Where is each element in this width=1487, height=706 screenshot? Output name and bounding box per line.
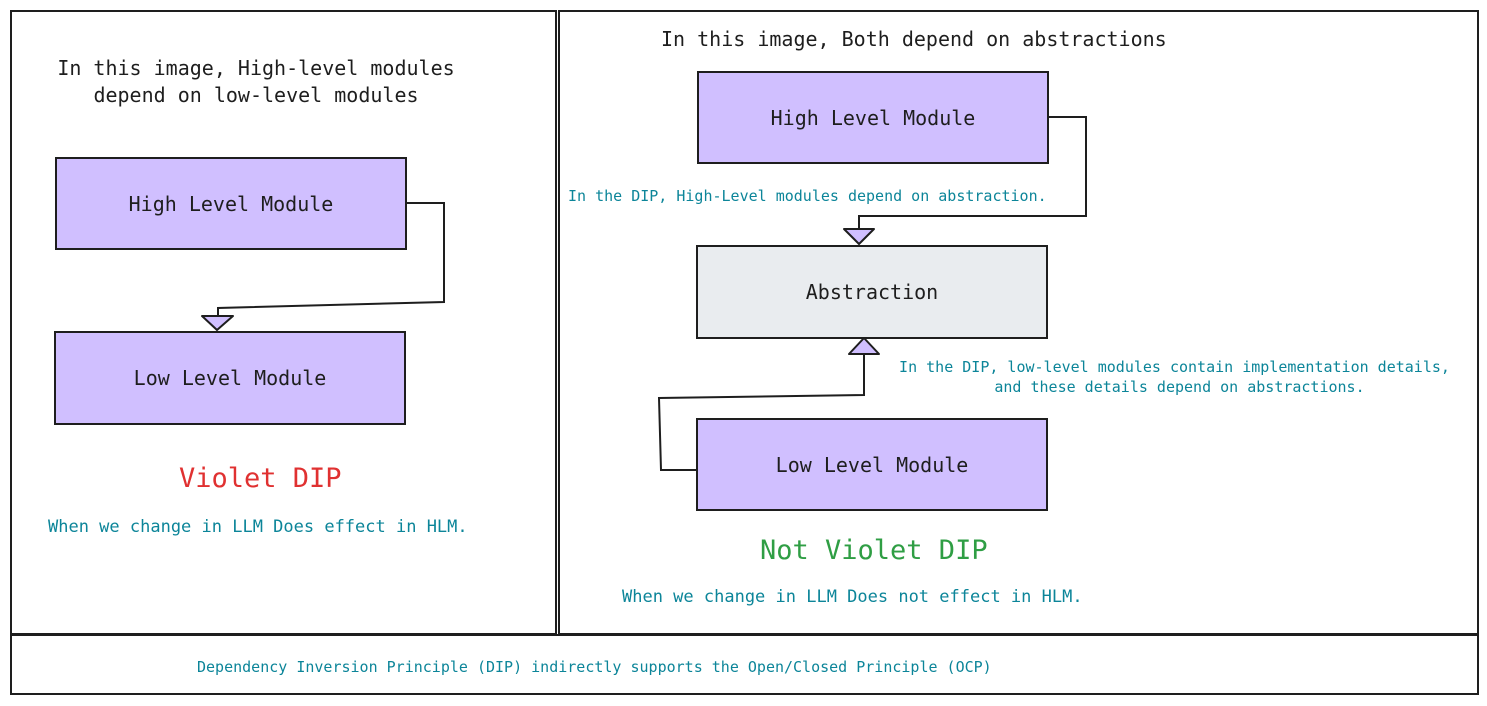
left-status-violate: Violet DIP	[179, 463, 342, 494]
left-high-to-low-connector	[217, 202, 445, 316]
left-effect-note: When we change in LLM Does effect in HLM…	[48, 517, 468, 537]
right-high-level-module: High Level Module	[697, 71, 1049, 164]
footer-text: Dependency Inversion Principle (DIP) ind…	[197, 658, 992, 676]
left-high-level-module-label: High Level Module	[128, 191, 334, 216]
abstraction-label: Abstraction	[805, 280, 939, 304]
footer-panel	[10, 634, 1479, 695]
right-high-note: In the DIP, High-Level modules depend on…	[568, 187, 1047, 205]
left-low-level-module: Low Level Module	[54, 331, 406, 425]
right-low-to-abstraction-connector	[657, 354, 865, 471]
left-high-level-module: High Level Module	[55, 157, 407, 250]
left-heading-line1: In this image, High-level modules	[57, 56, 455, 80]
left-heading-line2: depend on low-level modules	[93, 83, 419, 107]
right-high-to-abstraction-connector	[858, 116, 1087, 229]
right-abstraction-arrowhead-top	[843, 228, 875, 245]
abstraction-box: Abstraction	[696, 245, 1048, 339]
right-low-level-module: Low Level Module	[696, 418, 1048, 511]
right-low-note-line2: and these details depend on abstractions…	[994, 378, 1365, 396]
right-high-level-module-label: High Level Module	[770, 105, 976, 130]
right-abstraction-arrowhead-bottom	[848, 337, 880, 355]
right-status-not-violate: Not Violet DIP	[760, 535, 988, 566]
right-effect-note: When we change in LLM Does not effect in…	[622, 587, 1083, 607]
right-low-note-line1: In the DIP, low-level modules contain im…	[899, 358, 1450, 376]
left-low-level-module-label: Low Level Module	[133, 366, 327, 390]
left-low-arrowhead	[201, 315, 234, 331]
right-low-level-module-label: Low Level Module	[775, 452, 969, 477]
right-heading: In this image, Both depend on abstractio…	[661, 27, 1167, 51]
